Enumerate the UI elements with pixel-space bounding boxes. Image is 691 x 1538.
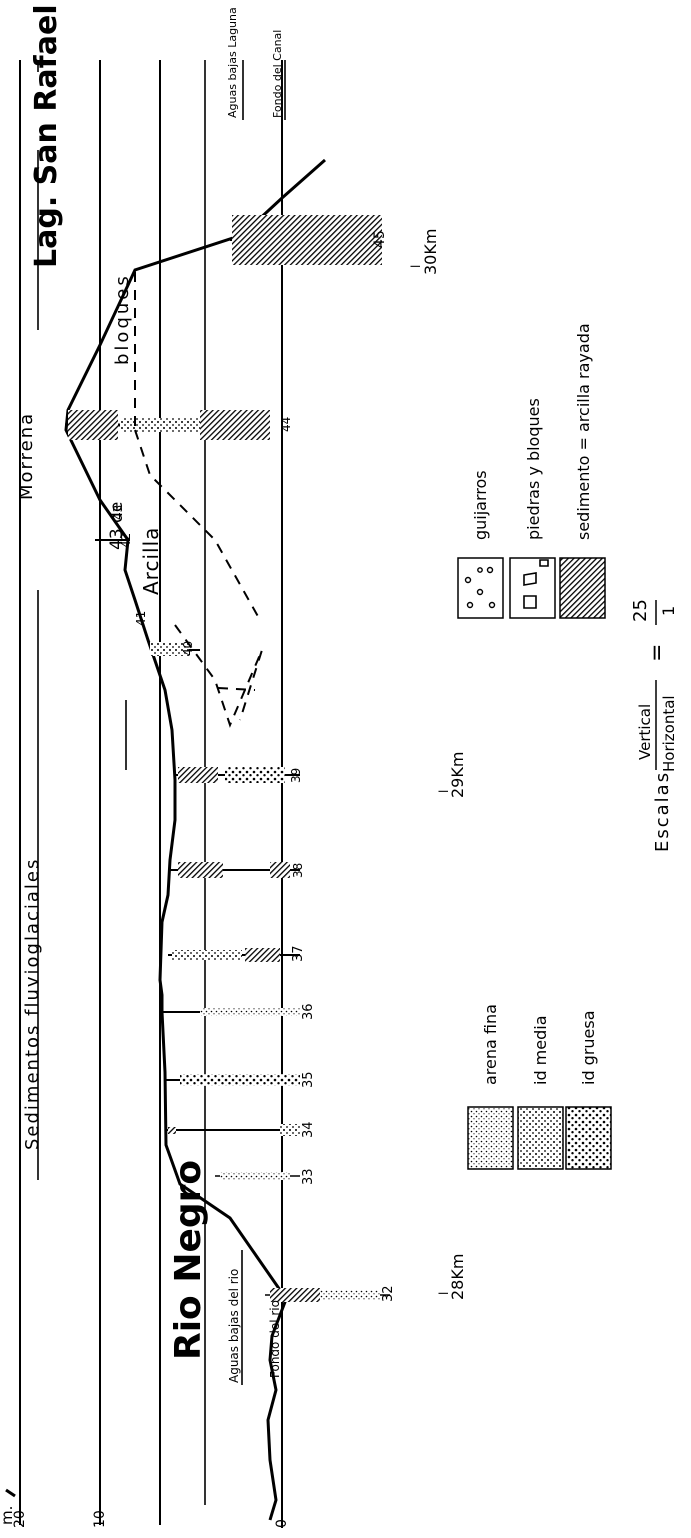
km-markers: l 28Km l 29Km l 30Km — [409, 229, 467, 1300]
station-43: 43 — [111, 505, 125, 520]
dashed-contacts — [134, 272, 263, 728]
km-tick-29: l — [437, 790, 451, 793]
stray-mark — [5, 1488, 16, 1498]
station-38: 38 — [291, 863, 305, 878]
label-43de: 43 de — [107, 502, 127, 550]
scale-denominator: 1 — [659, 606, 678, 616]
legend-swatch-id-media — [517, 1106, 564, 1170]
legend-swatch-guijarros — [457, 557, 504, 619]
guijarros-pattern — [464, 566, 496, 609]
station-45: 45 — [372, 230, 388, 248]
legend-swatch-id-gruesa — [565, 1106, 612, 1170]
title-lag-san-rafael: Lag. San Rafael — [29, 4, 64, 268]
scale-equals: = — [645, 644, 670, 662]
label-arcilla: Arcilla — [139, 527, 163, 595]
drill-columns — [65, 215, 390, 1302]
label-canal-bed: Fondo del Canal — [271, 30, 284, 118]
legend-label-piedras: piedras y bloques — [524, 398, 543, 540]
station-37: 37 — [291, 945, 306, 962]
station-44: 44 — [279, 417, 293, 432]
station-39: 39 — [289, 768, 303, 783]
station-35: 35 — [301, 1071, 316, 1088]
legend-label-id-gruesa: id gruesa — [579, 1010, 598, 1085]
scale-block: Escalas Vertical Horizontal = 25 1 — [630, 599, 678, 852]
header-moraine: Morrena — [16, 412, 37, 500]
km-29: 29Km — [448, 752, 467, 798]
scale-label: Escalas — [652, 771, 673, 852]
legend-swatch-sedimento — [559, 557, 606, 619]
km-tick-30: l — [409, 265, 423, 268]
km-28: 28Km — [448, 1254, 467, 1300]
legend-label-arena-fina: arena fina — [481, 1004, 500, 1085]
legend: arena fina id media id gruesa guijarros … — [457, 323, 612, 1170]
station-33: 33 — [301, 1168, 316, 1185]
label-river-low-water: Aguas bajas del rio — [227, 1269, 241, 1383]
y-unit-label: m. — [0, 1506, 16, 1525]
piedras-pattern — [523, 559, 549, 609]
y-tick-10: 10 — [92, 1510, 108, 1528]
y-tick-0: 0 — [274, 1519, 290, 1528]
km-tick-28: l — [437, 1292, 451, 1295]
station-numbers: 32 33 34 35 36 37 38 39 40 41 42 43 44 4… — [111, 230, 396, 1302]
scale-numerator: 25 — [630, 599, 651, 622]
station-42: 42 — [119, 533, 133, 548]
label-river-bed: Fondo del rio — [268, 1300, 282, 1378]
scale-horizontal: Horizontal — [660, 695, 678, 772]
header-sediments: Sedimentos fluvioglaciales — [22, 858, 43, 1150]
station-36: 36 — [301, 1003, 316, 1020]
label-bloques: bloques — [112, 273, 133, 365]
legend-swatch-arena-fina — [467, 1106, 514, 1170]
station-41: 41 — [134, 611, 148, 626]
legend-label-id-media: id media — [531, 1015, 550, 1085]
y-axis — [19, 60, 283, 1528]
km-30: 30Km — [421, 229, 440, 275]
legend-label-guijarros: guijarros — [471, 470, 490, 540]
terrain-profile — [64, 158, 326, 1521]
legend-label-sedimento: sedimento = arcilla rayada — [574, 323, 593, 540]
scale-vertical: Vertical — [636, 704, 654, 760]
station-40: 40 — [181, 641, 195, 656]
station-32: 32 — [381, 1285, 396, 1302]
title-rio-negro: Rio Negro — [168, 1160, 209, 1360]
y-tick-20: 20 — [12, 1510, 28, 1528]
station-34: 34 — [301, 1121, 316, 1138]
label-lagoon-low-water: Aguas bajas Laguna — [226, 7, 239, 118]
legend-swatch-piedras — [509, 557, 556, 619]
